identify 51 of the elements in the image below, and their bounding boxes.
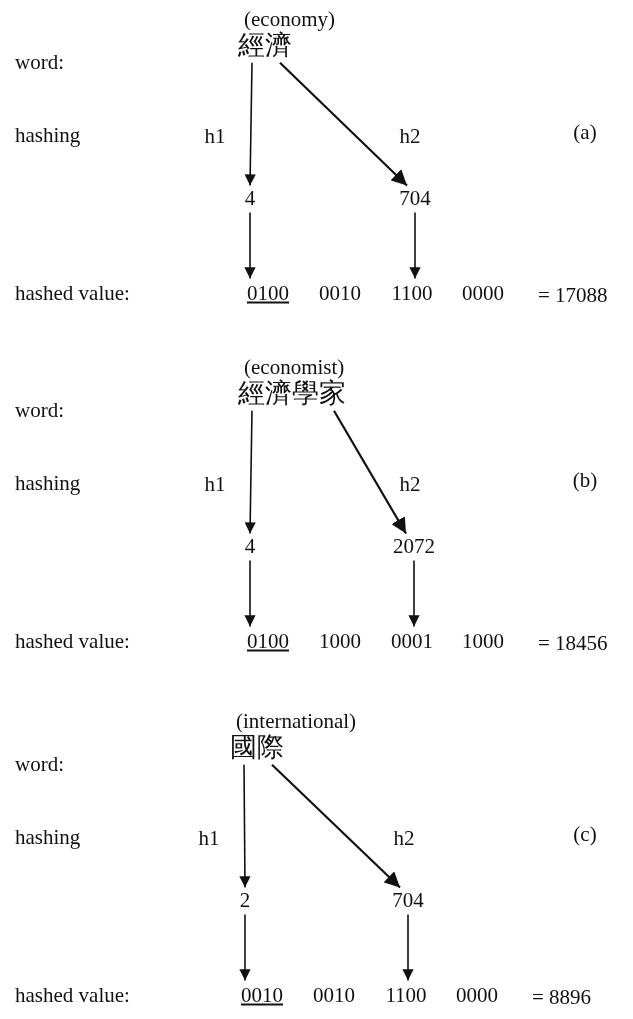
- row-label: hashed value:: [15, 630, 130, 652]
- arrow: [408, 559, 420, 628]
- arrow: [239, 913, 251, 982]
- translation-label: (economy): [244, 8, 335, 31]
- arrow: [244, 409, 256, 535]
- row-label: hashing: [15, 826, 81, 848]
- bit-group: 0010: [313, 984, 355, 1006]
- translation-label: (economist): [244, 356, 345, 379]
- hash-value: 704: [392, 889, 424, 911]
- arrow: [333, 410, 407, 535]
- row-label: word:: [15, 753, 64, 775]
- arrow: [244, 559, 256, 628]
- row-label: hashed value:: [15, 984, 130, 1006]
- bit-group: 0001: [391, 630, 433, 652]
- bit-group: 1000: [462, 630, 504, 652]
- arrow: [402, 913, 414, 982]
- arrow: [409, 211, 421, 280]
- row-label: hashing: [15, 472, 81, 494]
- panel-label: (a): [573, 121, 597, 143]
- panel-label: (c): [573, 823, 597, 845]
- bit-group: 0100: [247, 282, 289, 304]
- bit-group: 0010: [241, 984, 283, 1006]
- arrow: [244, 211, 256, 280]
- hash-value: 4: [244, 187, 256, 209]
- bit-group: 0100: [247, 630, 289, 652]
- bit-group: 1100: [385, 984, 427, 1006]
- arrow: [239, 764, 251, 889]
- bit-group: 0000: [456, 984, 498, 1006]
- bit-group: 0010: [319, 282, 361, 304]
- row-label: word:: [15, 399, 64, 421]
- decimal-value: = 8896: [532, 986, 592, 1008]
- hash-value: 2: [239, 889, 251, 911]
- row-label: hashed value:: [15, 282, 130, 304]
- bit-group: 0000: [462, 282, 504, 304]
- panel-label: (b): [572, 469, 598, 491]
- bit-group: 1000: [319, 630, 361, 652]
- arrow: [279, 62, 408, 187]
- decimal-value: = 17088: [538, 284, 608, 306]
- chinese-word: 經濟: [238, 31, 292, 61]
- row-label: word:: [15, 51, 64, 73]
- hash-value: 4: [244, 535, 256, 557]
- chinese-word: 經濟學家: [238, 379, 346, 409]
- arrow: [271, 764, 401, 889]
- translation-label: (international): [236, 710, 357, 734]
- hash-value: 704: [399, 187, 431, 209]
- chinese-word: 國際: [230, 733, 284, 763]
- row-label: hashing: [15, 124, 81, 146]
- bit-group: 1100: [391, 282, 433, 304]
- arrow: [244, 62, 256, 187]
- decimal-value: = 18456: [538, 632, 608, 654]
- hash-value: 2072: [393, 535, 435, 557]
